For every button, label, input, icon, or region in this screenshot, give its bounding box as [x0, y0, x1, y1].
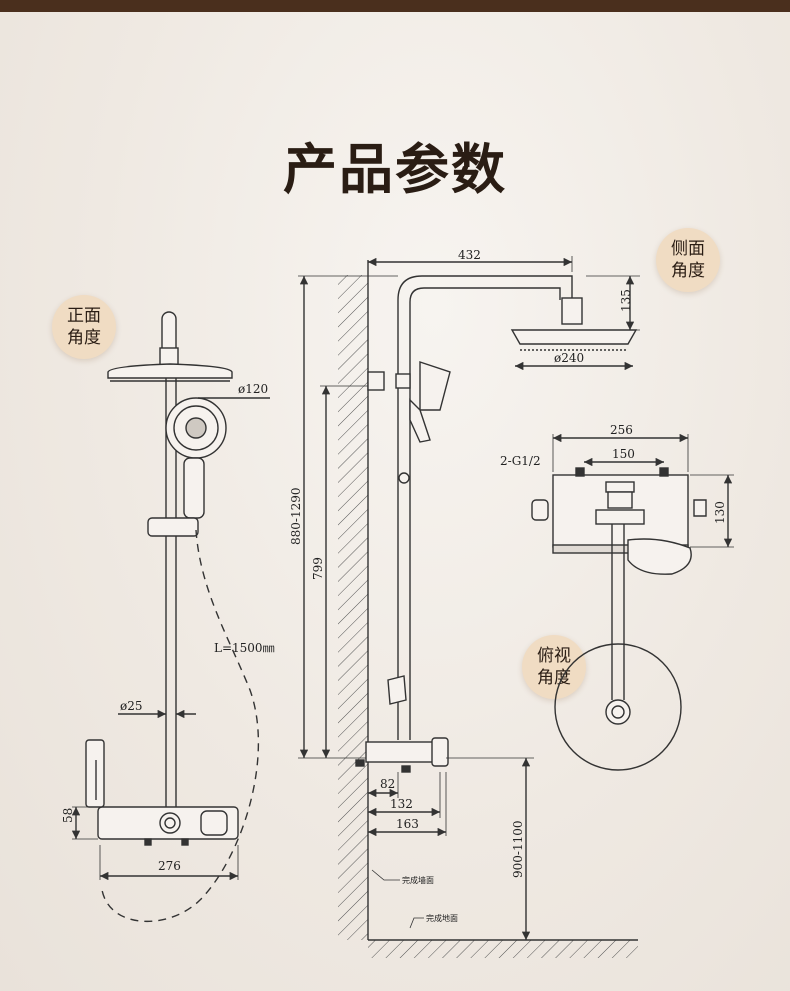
bar-height-label: 799	[311, 557, 325, 580]
page-title: 产品参数	[283, 138, 507, 201]
finished-wall-label: 完成墙面	[402, 875, 434, 885]
badge-side-view: 侧面角度	[656, 228, 720, 292]
hose-length-label: L=1500㎜	[214, 641, 275, 655]
badge-top-view: 俯视角度	[522, 635, 586, 699]
front-view-drawing	[71, 311, 270, 922]
top-depth-label: 130	[713, 501, 727, 524]
header-bar	[0, 0, 790, 12]
bar-diameter-label: ø25	[120, 699, 143, 713]
panel-height-label: 58	[61, 808, 75, 823]
dim-163-label: 163	[396, 817, 419, 831]
head-drop-label: 135	[619, 289, 633, 312]
arm-length-label: 432	[458, 248, 481, 262]
dim-82-label: 82	[380, 777, 395, 791]
front-head-diameter-label: ø120	[238, 382, 268, 396]
front-inlet-spacing-label: 276	[158, 859, 181, 873]
badge-front-view: 正面角度	[52, 295, 116, 359]
finished-floor-label: 完成地面	[426, 913, 458, 923]
side-head-diameter-label: ø240	[554, 351, 584, 365]
total-height-label: 880-1290	[289, 488, 303, 546]
top-width-label: 256	[610, 423, 633, 437]
top-inlet-spacing-label: 150	[612, 447, 635, 461]
side-view-drawing	[298, 256, 640, 958]
mount-height-label: 900-1100	[511, 821, 525, 879]
dim-132-label: 132	[390, 797, 413, 811]
thread-label: 2-G1/2	[500, 454, 541, 468]
top-view-drawing	[531, 433, 734, 771]
